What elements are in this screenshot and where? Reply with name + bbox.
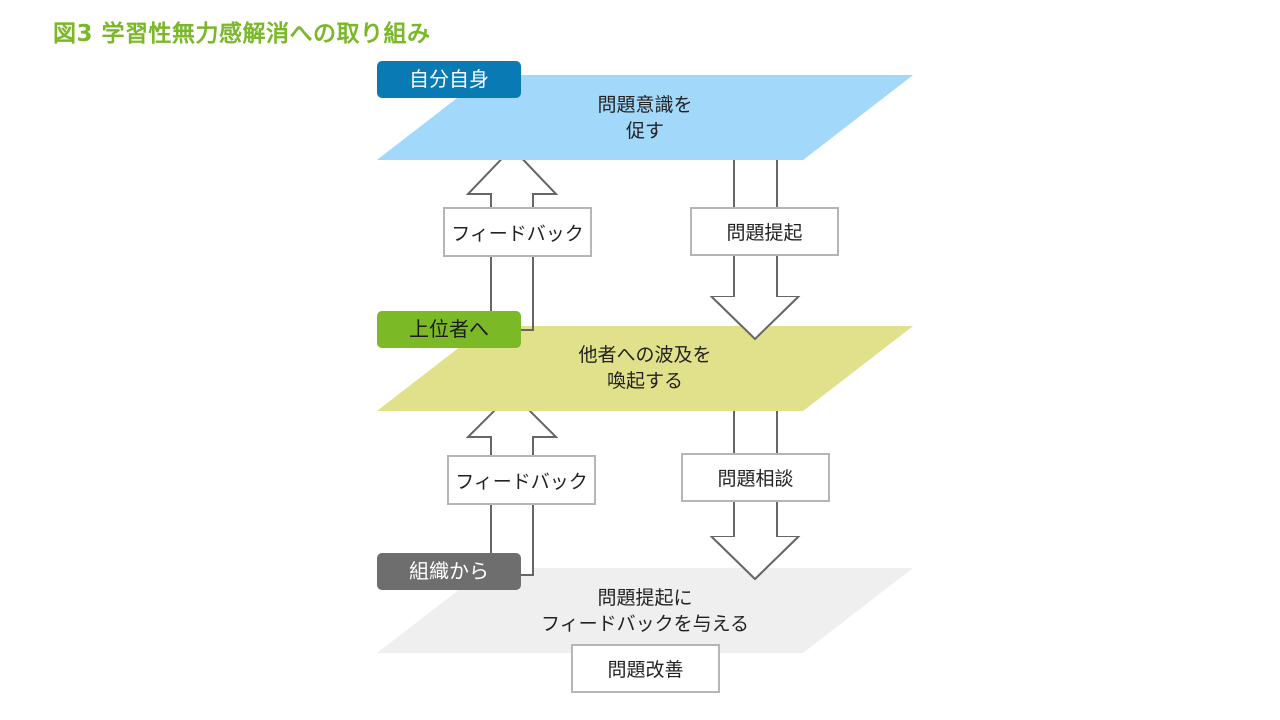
outcome-label: 問題改善 xyxy=(571,644,720,693)
layer-organization-line1: 問題提起に xyxy=(597,587,693,609)
feedback-label-lower: フィードバック xyxy=(447,455,596,505)
layer-self-line1: 問題意識を xyxy=(597,94,693,116)
layer-organization-line2: フィードバックを与える xyxy=(540,613,750,635)
layer-superior-line2: 喚起する xyxy=(606,370,683,392)
raise-issue-label: 問題提起 xyxy=(690,207,839,256)
feedback-label-upper: フィードバック xyxy=(443,207,592,257)
consult-issue-arrow-tip xyxy=(712,537,798,579)
tag-self: 自分自身 xyxy=(377,61,521,98)
figure-title: 図3 学習性無力感解消への取り組み xyxy=(53,21,431,47)
layer-superior-line1: 他者への波及を xyxy=(578,344,712,366)
tag-organization: 組織から xyxy=(377,553,521,590)
layer-organization-text: 問題提起に フィードバックを与える xyxy=(520,585,770,637)
raise-issue-arrow-tip xyxy=(712,297,798,339)
layer-self-text: 問題意識を 促す xyxy=(545,92,745,144)
tag-superior: 上位者へ xyxy=(377,311,521,348)
layer-superior-text: 他者への波及を 喚起する xyxy=(545,342,745,394)
consult-issue-label: 問題相談 xyxy=(681,453,830,502)
layer-self-line2: 促す xyxy=(625,120,664,142)
